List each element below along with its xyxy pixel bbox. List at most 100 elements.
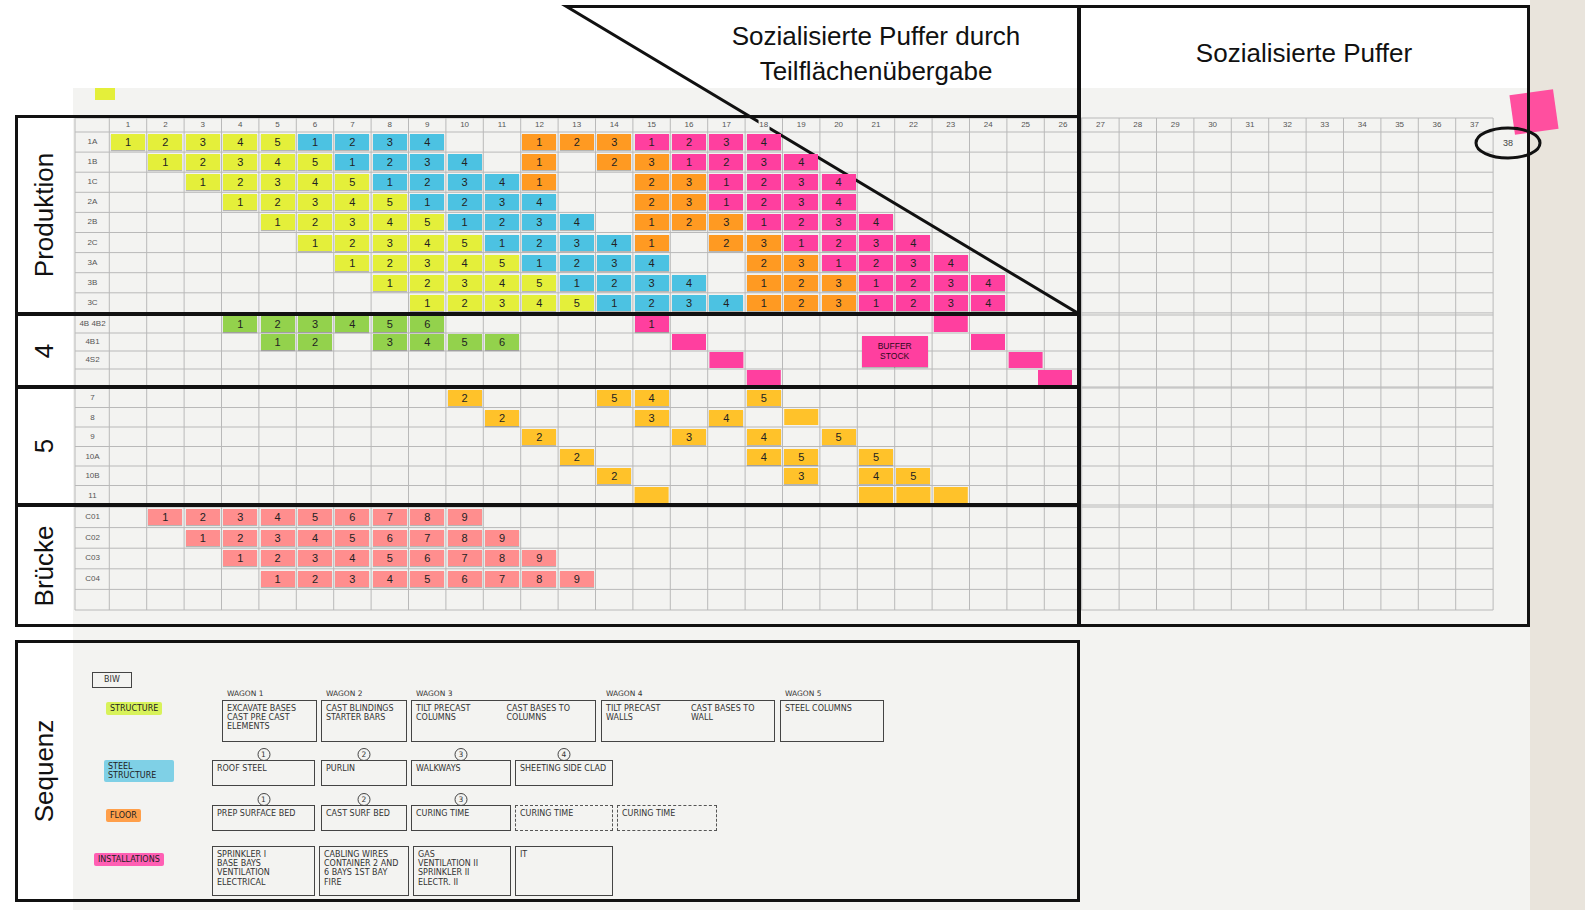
grid-line (75, 485, 1493, 486)
sticky-note: 4 (223, 134, 257, 150)
swimlane-band: 5 (15, 386, 1080, 506)
column-number: 36 (1432, 120, 1443, 130)
legend-text: INSTALLATIONS (94, 853, 164, 866)
box-text: STEEL COLUMNS (785, 704, 879, 713)
band-label: Brücke (30, 525, 59, 606)
column-number: 19 (796, 120, 807, 130)
blank-sticky (1038, 370, 1072, 386)
sticky-note: 4 (859, 468, 893, 484)
grid-line (483, 118, 484, 610)
grid-line (707, 118, 708, 610)
sticky-note: 1 (223, 550, 257, 566)
sticky-note: 2 (635, 194, 669, 210)
box-body: PURLIN (322, 761, 406, 776)
sticky-note: 6 (335, 509, 369, 525)
sticky-note: 4 (635, 390, 669, 406)
blank-sticky (635, 487, 669, 503)
sticky-note: 2 (784, 214, 818, 230)
sequence-box: SPRINKLER IBASE BAYSVENTILATIONELECTRICA… (212, 846, 315, 896)
sticky-note: 5 (335, 530, 369, 546)
sticky-note: 3 (784, 174, 818, 190)
grid-line (75, 446, 1493, 447)
sticky-note: 2 (186, 509, 220, 525)
sticky-note: 5 (373, 194, 407, 210)
box-text: CAST SURF BED (326, 809, 402, 818)
wagon-box: WAGON 3TILT PRECAST COLUMNSCAST BASES TO… (411, 700, 596, 742)
highlight-ellipse (1476, 128, 1540, 158)
sticky-note: 4 (373, 214, 407, 230)
row-label: 1C (76, 177, 109, 187)
sticky-note: 1 (186, 530, 220, 546)
box-body: SHEETING SIDE CLAD (516, 761, 612, 776)
sequence-box: GASVENTILATION IISPRINKLER IIELECTR. II (413, 846, 511, 896)
sticky-note: 3 (410, 255, 444, 271)
grid-line (1044, 118, 1045, 610)
sticky-note: 4 (896, 235, 930, 251)
sticky-note: 8 (522, 571, 556, 587)
sticky-note: 2 (784, 275, 818, 291)
sticky-note: 2 (597, 275, 631, 291)
sticky-note: 6 (373, 530, 407, 546)
band-label: Produktion (30, 153, 59, 277)
sticky-note: 3 (859, 235, 893, 251)
sticky-note: 3 (747, 154, 781, 170)
sticky-note: 5 (597, 390, 631, 406)
sticky-note: 3 (672, 194, 706, 210)
row-label: 4S2 (76, 355, 109, 365)
grid-line (558, 118, 559, 610)
sticky-note: 5 (410, 214, 444, 230)
sticky-note: 4 (560, 214, 594, 230)
column-number: 13 (571, 120, 582, 130)
legend-item: INSTALLATIONS (94, 853, 164, 866)
sticky-note: 3 (485, 194, 519, 210)
sticky-note: 2 (410, 275, 444, 291)
sticky-note: 2 (672, 214, 706, 230)
sticky-note: 2 (709, 154, 743, 170)
sticky-note: 2 (859, 255, 893, 271)
sticky-note: 1 (410, 295, 444, 311)
sticky-note: 6 (485, 334, 519, 350)
column-number: 1 (125, 120, 131, 130)
row-label: 10B (76, 471, 109, 481)
sticky-note: 2 (448, 390, 482, 406)
box-text: GAS (418, 850, 506, 859)
column-number: 26 (1058, 120, 1069, 130)
legend-text: STRUCTURE (106, 702, 162, 715)
sticky-note: 9 (560, 571, 594, 587)
sticky-note: 3 (335, 571, 369, 587)
sticky-note: 3 (560, 235, 594, 251)
sticky-note: 1 (261, 334, 295, 350)
box-text: TILT PRECAST WALLS (606, 704, 685, 722)
sticky-note: 1 (522, 255, 556, 271)
sticky-note: 5 (560, 295, 594, 311)
sticky-note: 1 (747, 275, 781, 291)
sticky-note: 4 (747, 449, 781, 465)
column-number: 23 (945, 120, 956, 130)
band-label: Sequenz (30, 720, 59, 823)
sticky-note: 1 (859, 295, 893, 311)
sticky-note: 2 (485, 214, 519, 230)
grid-line (109, 118, 110, 610)
sticky-note: 1 (635, 316, 669, 332)
sticky-note: 3 (261, 530, 295, 546)
box-body: CURING TIME (618, 806, 716, 821)
box-text: CONTAINER 2 AND 6 BAYS 1ST BAY (324, 859, 404, 877)
sticky-note: 3 (635, 410, 669, 426)
grid-line (445, 118, 446, 610)
sticky-note: 2 (822, 235, 856, 251)
column-number: 21 (871, 120, 882, 130)
sticky-note: 2 (448, 194, 482, 210)
row-label: 9 (76, 432, 109, 442)
wagon-heading: WAGON 1 (227, 689, 264, 699)
sticky-note: 5 (373, 550, 407, 566)
wagon-box: WAGON 2CAST BLINDINGS STARTER BARS (321, 700, 407, 742)
column-number: 35 (1394, 120, 1405, 130)
box-text: ROOF STEEL (217, 764, 310, 773)
sticky-note: 1 (522, 154, 556, 170)
column-number: 22 (908, 120, 919, 130)
box-text: CAST BASES TO WALL (691, 704, 770, 722)
sticky-note: 3 (672, 174, 706, 190)
sticky-note: 8 (485, 550, 519, 566)
legend-text: STEEL STRUCTURE (104, 760, 174, 782)
sticky-note: 5 (747, 390, 781, 406)
